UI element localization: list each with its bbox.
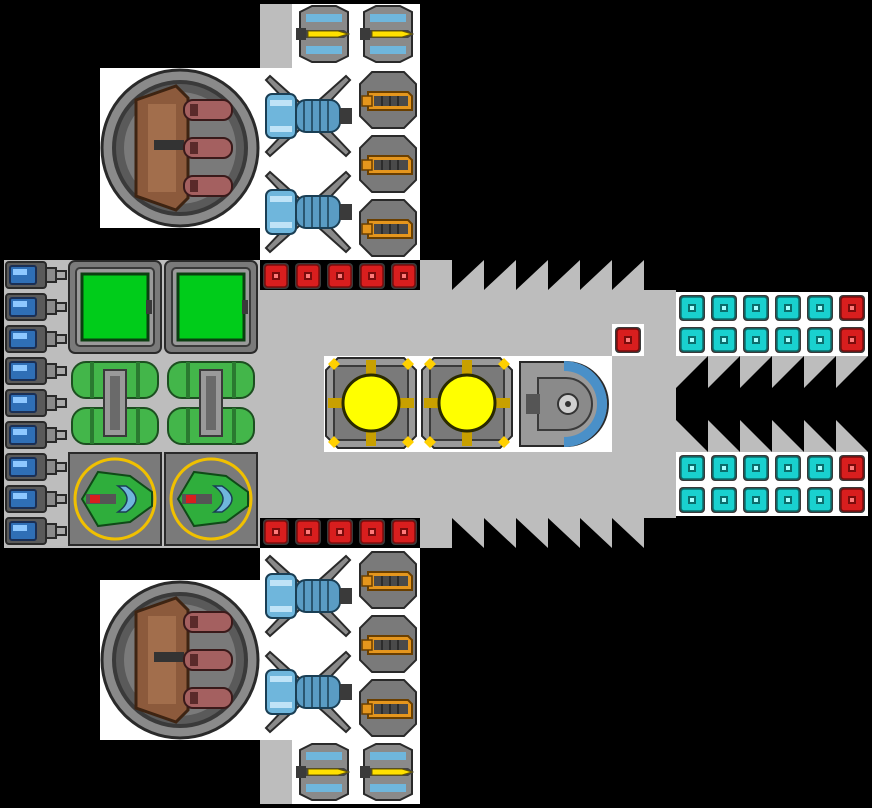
cyan-armor-icon[interactable] (774, 486, 802, 514)
cyan-armor-icon[interactable] (742, 486, 770, 514)
red-armor-icon[interactable] (838, 294, 866, 322)
cyan-armor-icon[interactable] (774, 454, 802, 482)
cyan-armor-icon[interactable] (742, 326, 770, 354)
red-armor-icon[interactable] (838, 326, 866, 354)
cyan-armor-icon[interactable] (710, 326, 738, 354)
command-module-icon[interactable] (520, 362, 608, 446)
claw-spikes-lower (676, 420, 868, 452)
cyan-armor-icon[interactable] (806, 486, 834, 514)
bottom-spike-row (420, 518, 676, 548)
cyan-armor-icon[interactable] (742, 294, 770, 322)
reactor-icon[interactable] (100, 68, 260, 228)
reactor-icon[interactable] (100, 580, 260, 740)
cyan-armor-icon[interactable] (806, 454, 834, 482)
claw-spikes (676, 356, 868, 388)
cyan-armor-icon[interactable] (774, 326, 802, 354)
cyan-armor-icon[interactable] (806, 294, 834, 322)
red-armor-icon[interactable] (358, 262, 386, 290)
green-tank-icon[interactable] (164, 260, 258, 354)
red-armor-icon[interactable] (614, 326, 642, 354)
red-armor-icon[interactable] (294, 262, 322, 290)
red-armor-icon[interactable] (326, 518, 354, 546)
thruster-icon[interactable] (164, 452, 258, 546)
cyan-armor-icon[interactable] (678, 454, 706, 482)
power-core-icon[interactable] (420, 356, 514, 450)
gun-turret-icon[interactable] (359, 551, 417, 609)
gun-turret-icon[interactable] (359, 679, 417, 737)
gun-turret-icon[interactable] (359, 71, 417, 129)
missile-pod-icon[interactable] (295, 5, 351, 63)
cyan-armor-icon[interactable] (710, 486, 738, 514)
cyan-armor-icon[interactable] (678, 294, 706, 322)
green-tank-icon[interactable] (68, 260, 162, 354)
gun-turret-icon[interactable] (359, 135, 417, 193)
gun-turret-icon[interactable] (359, 615, 417, 673)
gun-turret-icon[interactable] (359, 199, 417, 257)
cyan-armor-icon[interactable] (710, 454, 738, 482)
missile-pod-icon[interactable] (359, 743, 415, 801)
battery-column (5, 261, 67, 545)
red-armor-icon[interactable] (294, 518, 322, 546)
red-armor-icon[interactable] (358, 518, 386, 546)
cyan-armor-icon[interactable] (742, 454, 770, 482)
cyan-armor-icon[interactable] (678, 326, 706, 354)
red-armor-icon[interactable] (390, 262, 418, 290)
red-armor-icon[interactable] (390, 518, 418, 546)
red-armor-icon[interactable] (838, 486, 866, 514)
core-assembly (324, 356, 608, 450)
cyan-armor-icon[interactable] (678, 486, 706, 514)
red-armor-icon[interactable] (262, 262, 290, 290)
thruster-icon[interactable] (68, 452, 162, 546)
red-armor-icon[interactable] (326, 262, 354, 290)
top-spike-row (420, 260, 676, 290)
cyan-armor-icon[interactable] (774, 294, 802, 322)
red-armor-icon[interactable] (262, 518, 290, 546)
cyan-armor-icon[interactable] (806, 326, 834, 354)
red-armor-icon[interactable] (838, 454, 866, 482)
missile-pod-icon[interactable] (295, 743, 351, 801)
power-core-icon[interactable] (324, 356, 418, 450)
cyan-armor-icon[interactable] (710, 294, 738, 322)
missile-pod-icon[interactable] (359, 5, 415, 63)
